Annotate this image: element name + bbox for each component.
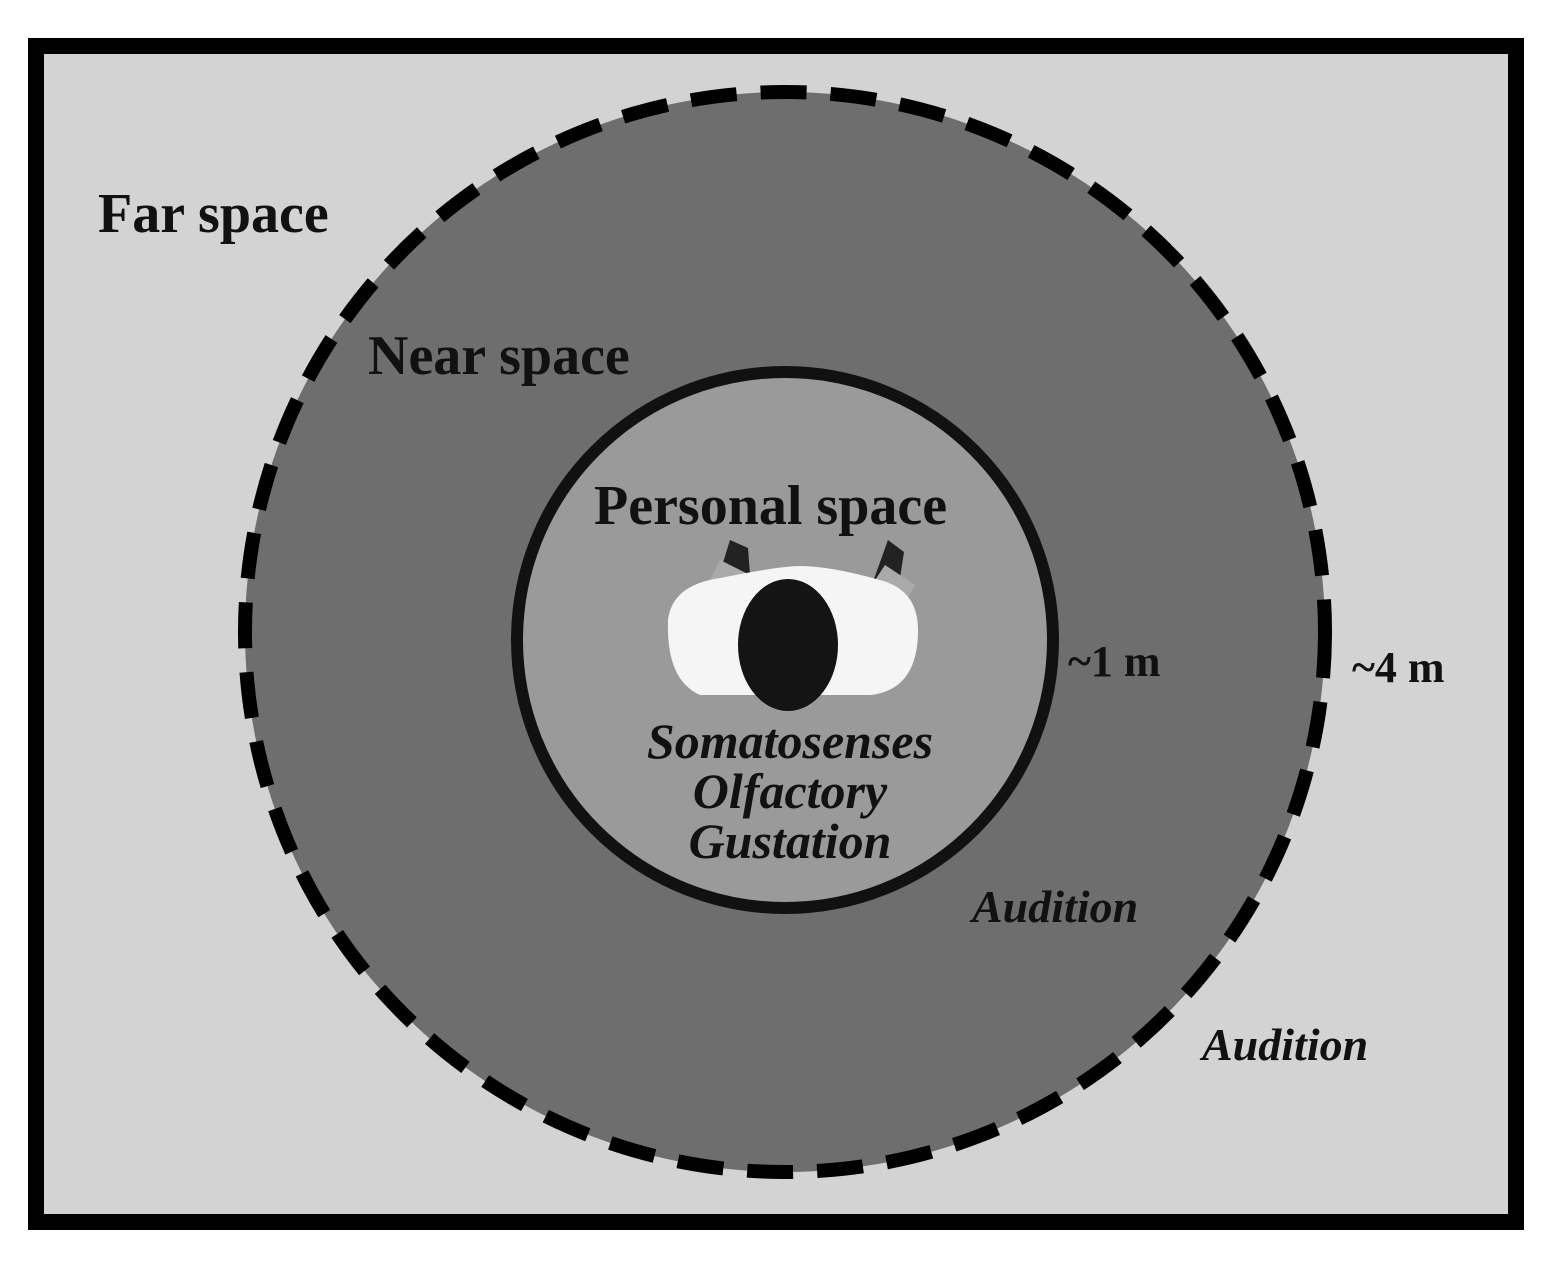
personal-radius-label: ~1 m [1068,637,1161,686]
sense-gustation: Gustation [688,813,892,869]
sense-somatosenses: Somatosenses [646,713,934,769]
far-sense-audition: Audition [1202,1019,1369,1070]
near-radius-label: ~4 m [1352,643,1445,692]
person-top-view-icon [667,540,918,711]
personal-space-label: Personal space [594,475,948,537]
near-space-boundary-dashed [238,85,1332,1179]
sense-olfactory: Olfactory [692,763,888,819]
near-sense-audition: Audition [972,881,1139,932]
far-space-label: Far space [98,183,329,245]
near-space-label: Near space [368,325,630,387]
personal-senses-list: Somatosenses Olfactory Gustation [560,716,1020,866]
